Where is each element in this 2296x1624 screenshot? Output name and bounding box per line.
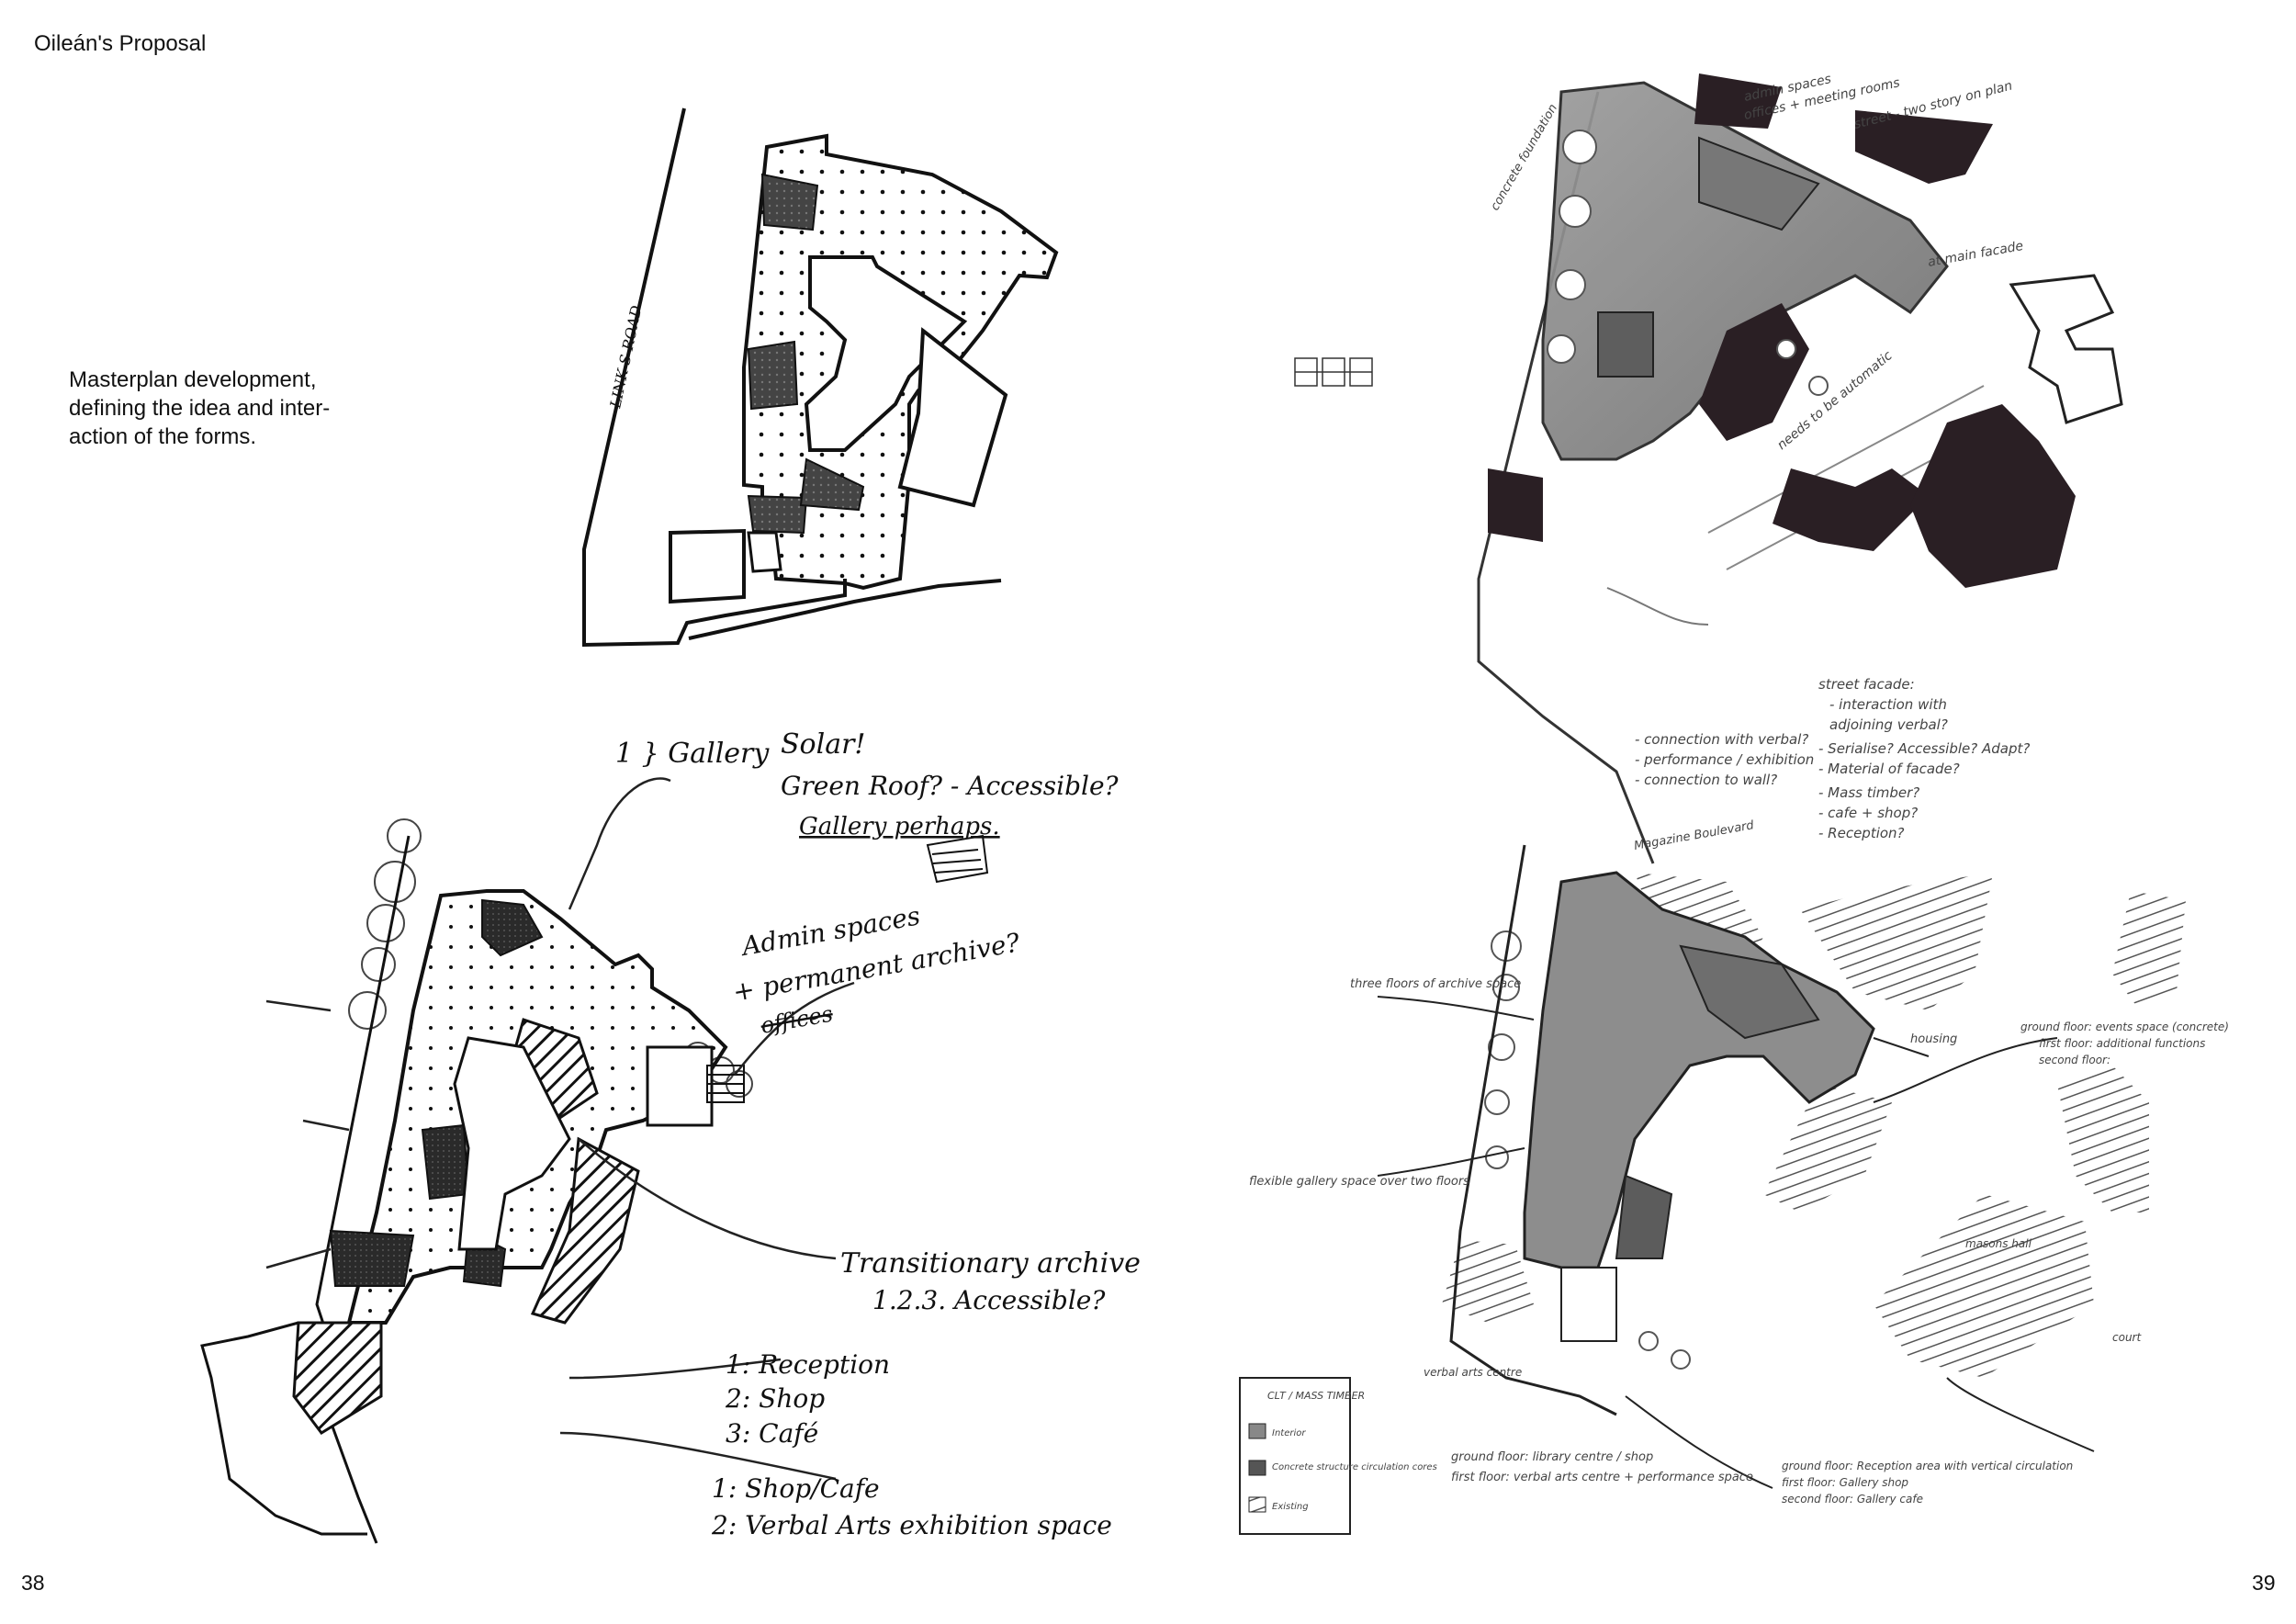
note-verbal-arts: verbal arts centre — [1424, 1366, 1522, 1379]
label-shop: 2: Shop — [725, 1383, 825, 1414]
note-mass-timber: - Mass timber? — [1818, 784, 1919, 801]
note-flexible-gallery: flexible gallery space over two floors — [1249, 1175, 1469, 1189]
note-ground-right-2: first floor: Gallery shop — [1782, 1476, 1908, 1489]
sketch-masterplan-top-left: LINK S ROAD — [569, 101, 1084, 671]
note-levels-2: first floor: additional functions — [2039, 1037, 2205, 1050]
label-solar: Solar! — [781, 728, 866, 761]
caption-line: Masterplan development, — [69, 367, 317, 392]
label-transitionary-1: Transitionary archive — [840, 1247, 1141, 1280]
legend-item-interior: Interior — [1272, 1428, 1306, 1438]
legend-box: CLT / MASS TIMBER Interior Concrete stru… — [1239, 1377, 1437, 1535]
caption-text: Masterplan development, defining the ide… — [69, 366, 381, 451]
label-admin-3: offices — [759, 1001, 835, 1039]
label-gallery: 1 } Gallery — [615, 738, 770, 770]
note-performance: - performance / exhibition — [1635, 751, 1814, 768]
sketch-masterplan-top-right: admin spaces offices + meeting rooms str… — [1267, 72, 2186, 864]
road-label: LINK S ROAD — [606, 304, 645, 411]
note-main-facade: at main facade — [1927, 239, 2024, 270]
spread-title: Oileán's Proposal — [34, 31, 207, 56]
sketch-masterplan-bottom-right: CLT / MASS TIMBER Interior Concrete stru… — [1231, 818, 2241, 1580]
label-shop-cafe: 1: Shop/Cafe — [712, 1473, 880, 1504]
caption-line: action of the forms. — [69, 424, 257, 449]
note-adjoining: adjoining verbal? — [1829, 716, 1948, 733]
note-foundation: concrete foundation — [1488, 102, 1560, 213]
page-number-left: 38 — [21, 1571, 45, 1595]
note-levels-3: second floor: — [2039, 1054, 2110, 1066]
note-serialise: - Serialise? Accessible? Adapt? — [1818, 740, 2030, 757]
road-label-text: LINK S ROAD — [606, 304, 645, 411]
legend-item-concrete: Concrete structure circulation cores — [1272, 1462, 1437, 1472]
note-court: court — [2112, 1331, 2142, 1344]
label-reception: 1: Reception — [726, 1349, 890, 1380]
legend-item-existing: Existing — [1272, 1502, 1309, 1512]
note-reception: - Reception? — [1818, 825, 1905, 841]
note-ground-right-1: ground floor: Reception area with vertic… — [1782, 1460, 2073, 1472]
label-cafe: 3: Café — [726, 1418, 818, 1449]
note-material: - Material of facade? — [1818, 761, 1960, 777]
label-transitionary-2: 1.2.3. Accessible? — [872, 1285, 1106, 1315]
label-gallery-perhaps: Gallery perhaps. — [799, 813, 1000, 840]
note-masons-hall: masons hall — [1965, 1237, 2032, 1250]
note-levels-1: ground floor: events space (concrete) — [2020, 1021, 2229, 1033]
note-street-facade: street facade: — [1818, 676, 1915, 693]
note-connection-wall: - connection to wall? — [1635, 772, 1777, 788]
note-housing: housing — [1910, 1032, 1957, 1046]
label-verbal-arts: 2: Verbal Arts exhibition space — [711, 1510, 1112, 1540]
label-green-roof: Green Roof? - Accessible? — [781, 771, 1120, 801]
sketch-icon-stair — [926, 834, 989, 884]
page-number-right: 39 — [2252, 1571, 2276, 1595]
note-connection-verbal: - connection with verbal? — [1635, 731, 1808, 748]
note-ground-left-1: ground floor: library centre / shop — [1451, 1450, 1653, 1464]
sketch-masterplan-bottom-left: 1 } Gallery Solar! Green Roof? - Accessi… — [138, 728, 1141, 1562]
note-interaction: - interaction with — [1829, 696, 1947, 713]
note-cafe-shop: - cafe + shop? — [1818, 805, 1918, 821]
caption-line: defining the idea and inter- — [69, 396, 331, 421]
legend-title: CLT / MASS TIMBER — [1267, 1390, 1365, 1402]
note-ground-left-2: first floor: verbal arts centre + perfor… — [1451, 1471, 1753, 1484]
note-three-floors: three floors of archive space — [1350, 977, 1521, 991]
note-ground-right-3: second floor: Gallery cafe — [1782, 1493, 1923, 1506]
